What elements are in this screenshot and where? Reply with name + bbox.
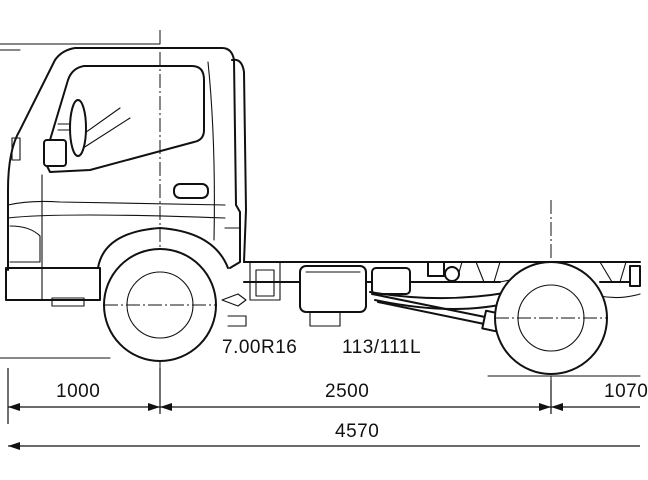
chassis-frame: [221, 261, 641, 333]
door-handle: [173, 183, 209, 199]
fuel-tank: [299, 265, 367, 313]
wheelbase-dimension: 2500: [325, 381, 370, 402]
front-wheel: [103, 248, 217, 362]
battery-box: [371, 267, 411, 295]
side-mirror: [69, 99, 87, 157]
front-overhang-dimension: 1000: [56, 381, 101, 402]
cab: [5, 47, 247, 307]
rear-wheel: [494, 261, 608, 375]
load-index-label: 113/111L: [342, 337, 422, 358]
overall-length-dimension: 4570: [335, 421, 380, 442]
dimension-lines: [7, 368, 640, 450]
front-wheel-arch: [97, 227, 229, 269]
rear-overhang-dimension: 1070: [604, 381, 648, 402]
tire-spec-label: 7.00R16: [222, 337, 298, 358]
